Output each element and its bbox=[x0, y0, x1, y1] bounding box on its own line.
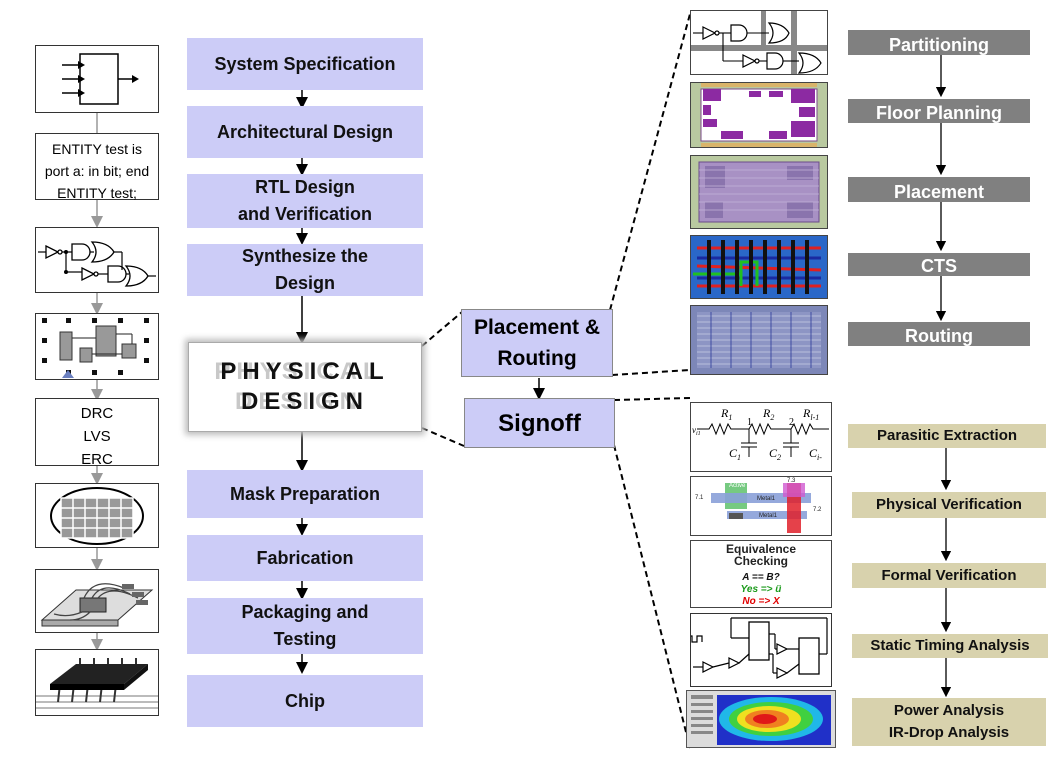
pr-step-routing[interactable]: Routing bbox=[848, 322, 1030, 346]
svg-text:Rl-1: Rl-1 bbox=[802, 406, 819, 422]
package-bonding-icon bbox=[35, 569, 159, 633]
svg-text:Checking: Checking bbox=[734, 554, 788, 568]
svg-text:A == B?: A == B? bbox=[741, 572, 779, 583]
signoff-step-physical-verification[interactable]: Physical Verification bbox=[852, 492, 1046, 518]
check-erc: ERC bbox=[81, 451, 113, 468]
svg-text:R2: R2 bbox=[762, 406, 774, 422]
layout-verification-thumbnail: Active Metal1 Metal1 7.1 7.2 7.3 bbox=[690, 476, 832, 536]
svg-text:vi1: vi1 bbox=[692, 425, 701, 437]
svg-text:C2: C2 bbox=[769, 446, 781, 462]
signoff-step-static-timing-analysis[interactable]: Static Timing Analysis bbox=[852, 634, 1048, 658]
svg-text:Metal1: Metal1 bbox=[757, 496, 776, 502]
routing-thumbnail bbox=[690, 305, 828, 375]
pr-step-placement[interactable]: Placement bbox=[848, 177, 1030, 202]
svg-text:7.3: 7.3 bbox=[787, 478, 796, 484]
gate-netlist-icon bbox=[35, 227, 159, 293]
step-arrows bbox=[935, 55, 952, 698]
svg-text:C1: C1 bbox=[729, 446, 741, 462]
cts-thumbnail bbox=[690, 235, 828, 299]
stage-synthesize[interactable]: Synthesize the Design bbox=[187, 244, 423, 296]
svg-text:R1: R1 bbox=[720, 406, 732, 422]
signoff-step-power-ir-drop-analysis[interactable]: Power Analysis IR-Drop Analysis bbox=[852, 698, 1046, 746]
chip-package-icon bbox=[35, 649, 159, 716]
floorplan-thumbnail bbox=[690, 82, 828, 148]
pr-step-floor-planning[interactable]: Floor Planning bbox=[848, 99, 1030, 123]
main-flow-arrows bbox=[296, 90, 545, 674]
placement-routing-box[interactable]: Placement & Routing bbox=[461, 309, 613, 377]
dashed-fan-lines bbox=[421, 13, 691, 749]
svg-text:Active: Active bbox=[729, 483, 746, 489]
svg-text:Yes => ü: Yes => ü bbox=[741, 584, 782, 595]
svg-text:Ci-: Ci- bbox=[809, 446, 822, 462]
placement-thumbnail bbox=[690, 155, 828, 229]
stage-packaging-testing[interactable]: Packaging and Testing bbox=[187, 598, 423, 654]
ir-drop-thumbnail bbox=[686, 690, 836, 748]
entity-code-text: ENTITY test is port a: in bit; end ENTIT… bbox=[35, 133, 159, 201]
stage-mask-preparation[interactable]: Mask Preparation bbox=[187, 470, 423, 518]
svg-text:7.1: 7.1 bbox=[695, 495, 704, 501]
equivalence-checking-thumbnail: Equivalence Checking A == B? Yes => ü No… bbox=[690, 540, 832, 608]
pr-step-cts[interactable]: CTS bbox=[848, 253, 1030, 276]
check-lvs: LVS bbox=[83, 428, 111, 445]
svg-text:1: 1 bbox=[747, 417, 752, 428]
wafer-icon bbox=[35, 483, 159, 548]
svg-text:7.2: 7.2 bbox=[813, 507, 822, 513]
timing-circuit-thumbnail bbox=[686, 613, 832, 687]
parasitic-rc-thumbnail: R1 R2 Rl-1 C1 C2 Ci- 1 2 vi1 bbox=[690, 402, 832, 472]
check-drc: DRC bbox=[80, 405, 114, 422]
signoff-step-parasitic-extraction[interactable]: Parasitic Extraction bbox=[848, 424, 1046, 448]
svg-text:2: 2 bbox=[789, 417, 794, 428]
stage-system-specification[interactable]: System Specification bbox=[187, 38, 423, 90]
checks-box: DRC LVS ERC bbox=[35, 398, 159, 468]
partitioning-thumbnail bbox=[690, 10, 828, 75]
stage-fabrication[interactable]: Fabrication bbox=[187, 535, 423, 581]
svg-text:No => X: No => X bbox=[742, 596, 781, 607]
signoff-step-formal-verification[interactable]: Formal Verification bbox=[852, 563, 1046, 588]
pr-step-partitioning[interactable]: Partitioning bbox=[848, 30, 1030, 55]
stage-architectural-design[interactable]: Architectural Design bbox=[187, 106, 423, 158]
svg-text:Equivalence: Equivalence bbox=[726, 542, 796, 556]
entity-block-icon bbox=[35, 45, 159, 113]
floorplan-icon bbox=[35, 313, 159, 380]
stage-chip[interactable]: Chip bbox=[187, 675, 423, 727]
signoff-box[interactable]: Signoff bbox=[464, 398, 615, 448]
svg-text:Metal1: Metal1 bbox=[759, 513, 778, 519]
stage-rtl-design[interactable]: RTL Design and Verification bbox=[187, 174, 423, 228]
